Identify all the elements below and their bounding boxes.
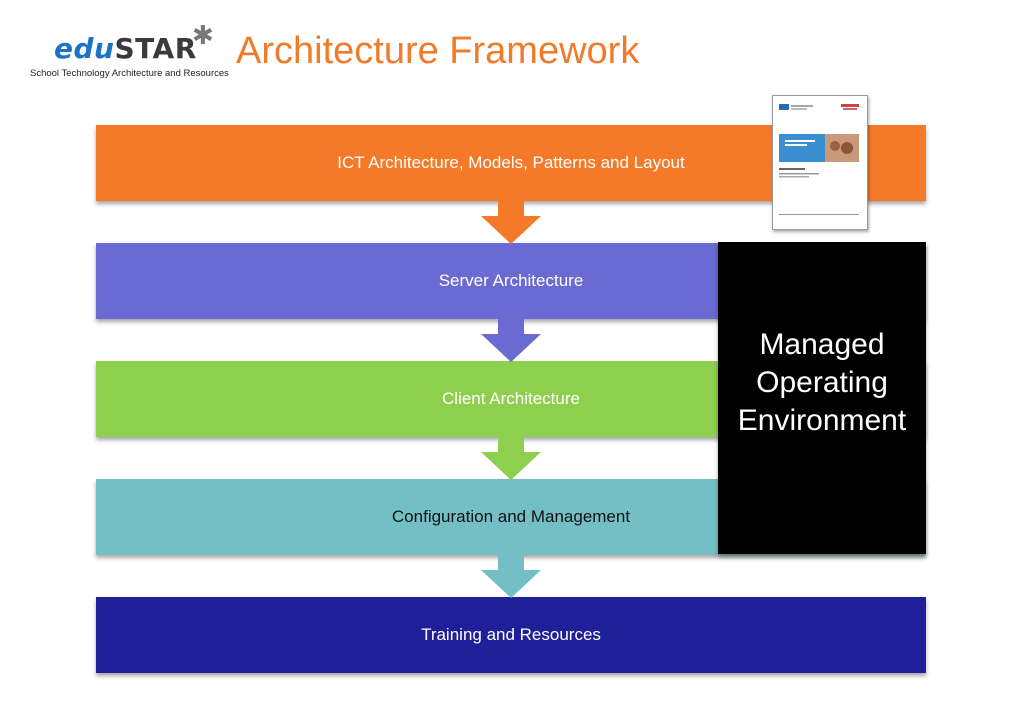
layer-label: Training and Resources (421, 625, 601, 644)
layer-label: ICT Architecture, Models, Patterns and L… (337, 153, 685, 172)
moe-line: Operating (756, 366, 888, 399)
down-arrow-icon (481, 198, 541, 244)
layer-label: Client Architecture (442, 389, 580, 408)
layer-label: Configuration and Management (391, 507, 631, 526)
down-arrow-icon (481, 434, 541, 480)
logo-wordmark: eduSTAR (54, 32, 197, 65)
edustar-logo: eduSTAR ✱ School Technology Architecture… (26, 18, 229, 82)
page-title: Architecture Framework (236, 30, 640, 72)
logo-star-text: STAR (114, 32, 197, 65)
down-arrow-icon (481, 316, 541, 362)
moe-line: Managed (759, 328, 885, 361)
down-arrow-icon (481, 552, 541, 598)
star-icon: ✱ (192, 20, 214, 50)
document-thumbnail (772, 95, 868, 230)
managed-operating-environment-box: Managed Operating Environment (718, 242, 926, 554)
document-cover-image (779, 104, 859, 215)
moe-line: Environment (737, 404, 907, 437)
logo-edu-text: edu (54, 32, 115, 65)
layer-band-training-resources: Training and Resources (96, 597, 926, 673)
moe-label: Managed Operating Environment (718, 326, 926, 440)
logo-tagline: School Technology Architecture and Resou… (30, 68, 229, 79)
layer-label: Server Architecture (438, 271, 584, 290)
